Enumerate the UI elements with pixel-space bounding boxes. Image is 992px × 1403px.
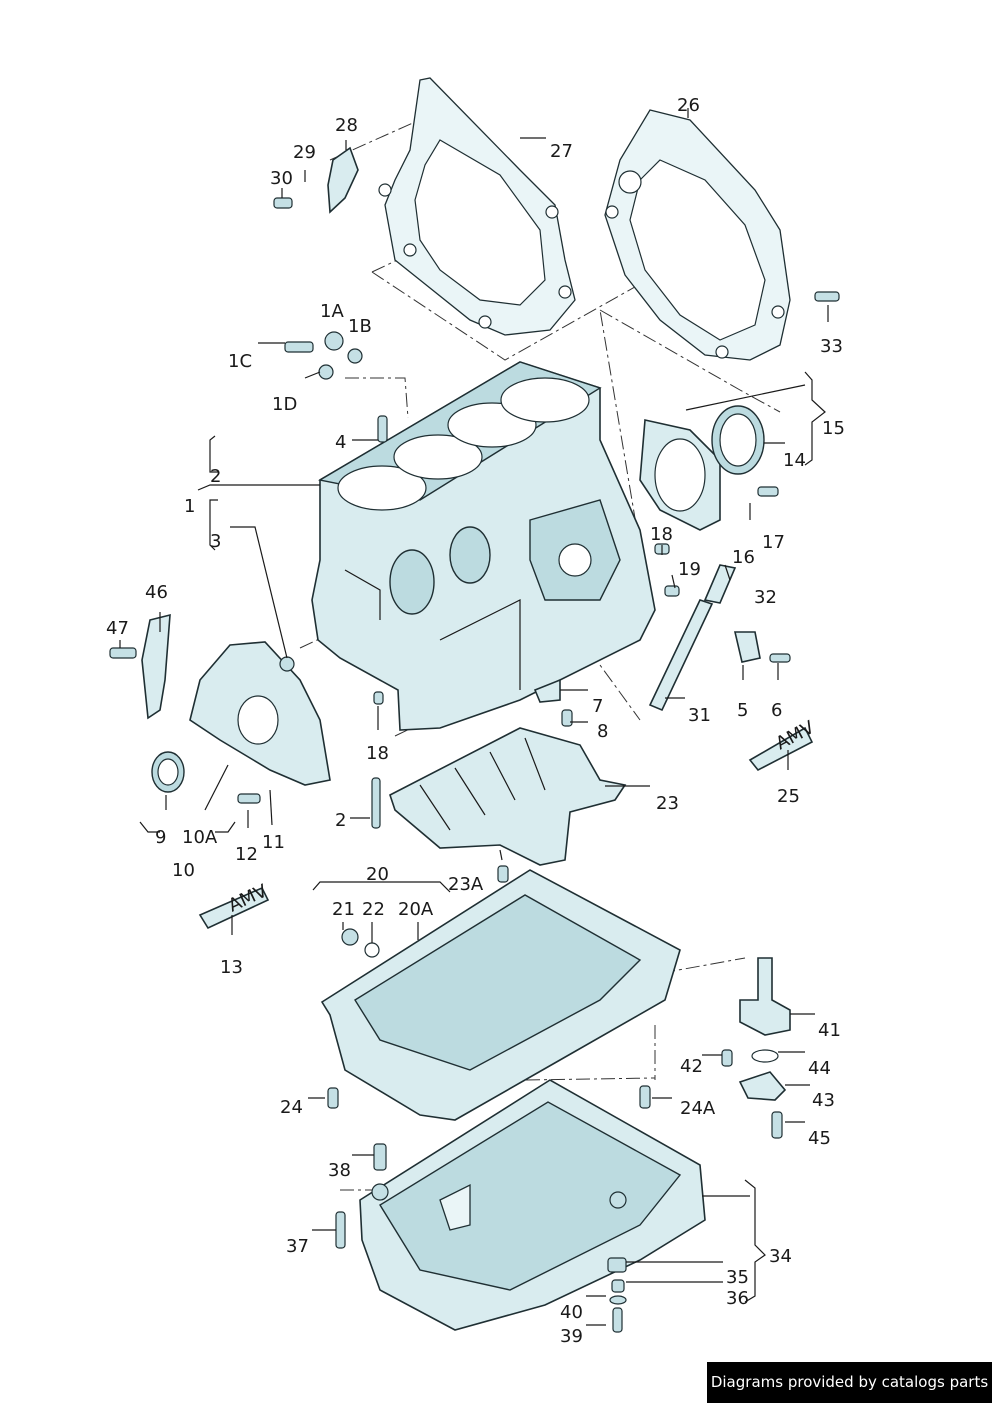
label-16: 16 [732, 547, 755, 568]
label-44: 44 [808, 1058, 831, 1079]
label-14: 14 [783, 450, 806, 471]
label-1: 1 [184, 496, 195, 517]
label-24a: 24A [680, 1098, 716, 1119]
label-23a: 23A [448, 874, 484, 895]
label-32: 32 [754, 587, 777, 608]
label-20: 20 [366, 864, 389, 885]
label-1d: 1D [272, 394, 297, 415]
label-35: 35 [726, 1267, 749, 1288]
seal-flange-15 [639, 405, 765, 531]
label-13: 13 [220, 957, 243, 978]
bracket-46 [141, 613, 171, 720]
label-46: 46 [145, 582, 168, 603]
label-40: 40 [560, 1302, 583, 1323]
label-20a: 20A [398, 899, 434, 920]
part-labels: 1 1A 1B 1C 1D 2 2 3 4 5 6 7 8 9 10 10A 1… [106, 95, 845, 1347]
label-4: 4 [335, 432, 346, 453]
label-39: 39 [560, 1326, 583, 1347]
oil-pan-upper-20 [320, 869, 681, 1121]
label-23: 23 [656, 793, 679, 814]
label-10: 10 [172, 860, 195, 881]
label-9: 9 [155, 827, 166, 848]
label-8: 8 [597, 721, 608, 742]
label-19: 19 [678, 559, 701, 580]
label-12: 12 [235, 844, 258, 865]
label-24: 24 [280, 1097, 303, 1118]
label-36: 36 [726, 1288, 749, 1309]
oil-pan-lower-34 [359, 1079, 706, 1331]
label-21: 21 [332, 899, 355, 920]
label-2-bolt: 2 [335, 810, 346, 831]
label-1c: 1C [228, 351, 252, 372]
label-18-lower: 18 [366, 743, 389, 764]
label-47: 47 [106, 618, 129, 639]
engine-block-1 [311, 361, 656, 731]
sealant-tube-13-text: AMV [225, 880, 271, 916]
label-38: 38 [328, 1160, 351, 1181]
small-parts: AMV AMV [109, 146, 840, 1333]
label-15: 15 [822, 418, 845, 439]
label-37: 37 [286, 1236, 309, 1257]
front-cover-10 [151, 641, 331, 793]
label-18-upper: 18 [650, 524, 673, 545]
label-17: 17 [762, 532, 785, 553]
label-31: 31 [688, 705, 711, 726]
label-5: 5 [737, 700, 748, 721]
label-26: 26 [677, 95, 700, 116]
oil-level-sensor-41 [738, 957, 791, 1101]
label-1a: 1A [320, 301, 344, 322]
rear-gasket-26 [604, 109, 791, 361]
label-1b: 1B [348, 316, 372, 337]
label-7: 7 [592, 696, 603, 717]
label-25: 25 [777, 786, 800, 807]
label-6: 6 [771, 700, 782, 721]
label-2-block: 2 [210, 466, 221, 487]
label-43: 43 [812, 1090, 835, 1111]
label-41: 41 [818, 1020, 841, 1041]
label-42: 42 [680, 1056, 703, 1077]
label-3: 3 [210, 531, 221, 552]
leader-lines [119, 108, 829, 1326]
label-45: 45 [808, 1128, 831, 1149]
credit-badge: Diagrams provided by catalogs parts [707, 1362, 992, 1403]
label-33: 33 [820, 336, 843, 357]
label-27: 27 [550, 141, 573, 162]
label-30: 30 [270, 168, 293, 189]
rear-gasket-27 [378, 77, 576, 336]
oil-baffle-23 [389, 727, 627, 866]
label-22: 22 [362, 899, 385, 920]
label-28: 28 [335, 115, 358, 136]
label-11: 11 [262, 832, 285, 853]
label-29: 29 [293, 142, 316, 163]
label-34: 34 [769, 1246, 792, 1267]
label-10a: 10A [182, 827, 218, 848]
